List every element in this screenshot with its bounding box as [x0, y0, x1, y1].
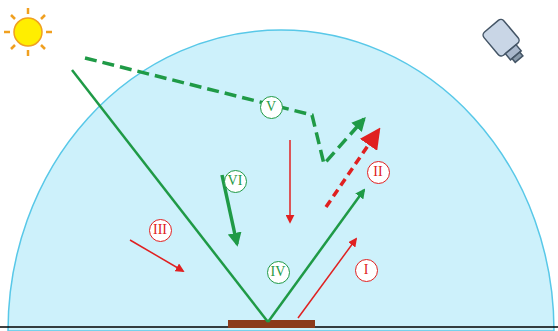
sun-icon [4, 8, 52, 56]
callout-label: V [266, 100, 276, 114]
atmosphere-dome [8, 30, 554, 331]
callout-number: VI [224, 170, 247, 193]
camera-icon [481, 18, 529, 68]
callout-number: III [149, 219, 172, 242]
callout-number: I [355, 259, 378, 282]
callout-label: IV [271, 265, 286, 279]
callout-label: VI [228, 174, 243, 188]
callout-label: III [153, 223, 167, 237]
callout-number: IV [267, 261, 290, 284]
callout-number: II [367, 161, 390, 184]
callout-label: I [364, 263, 369, 277]
callout-label: II [373, 165, 382, 179]
radiance-paths [72, 58, 378, 322]
callout-number: V [260, 96, 283, 119]
target-patch [228, 320, 315, 328]
